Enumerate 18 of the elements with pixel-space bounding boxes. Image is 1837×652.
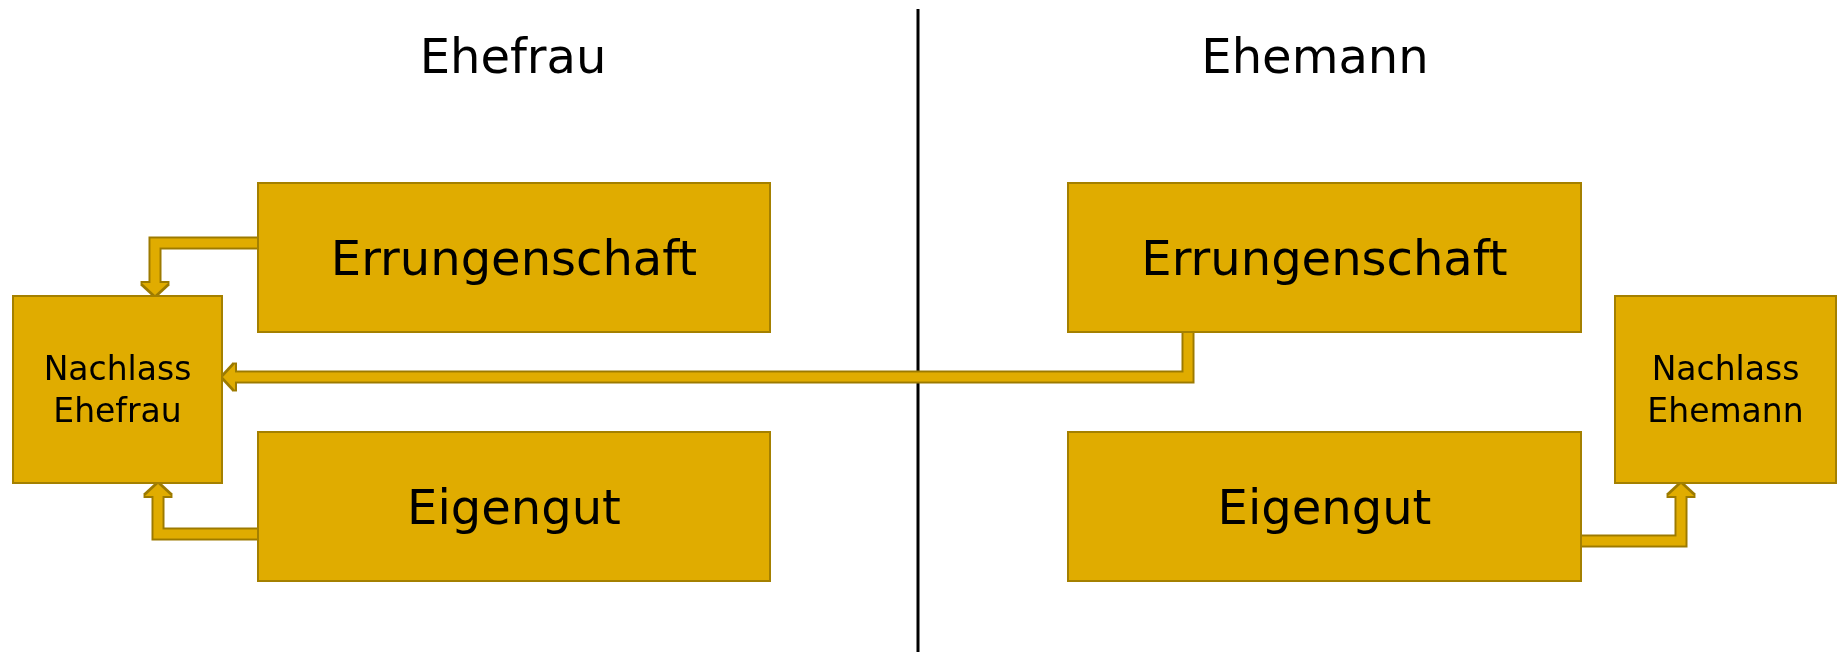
box-label: Nachlass Ehefrau <box>42 348 193 431</box>
arrow <box>1582 484 1694 546</box>
arrow <box>142 238 257 295</box>
process-box <box>12 295 223 484</box>
process-box <box>1067 182 1582 333</box>
box-label: Eigengut <box>407 478 621 535</box>
column-heading: Ehemann <box>1201 28 1429 84</box>
arrow <box>145 484 257 539</box>
process-box <box>1067 431 1582 582</box>
process-box <box>1614 295 1837 484</box>
process-box <box>257 431 771 582</box>
box-label: Nachlass Ehemann <box>1646 348 1805 431</box>
box-label: Errungenschaft <box>1141 229 1508 286</box>
arrow <box>223 333 1193 390</box>
process-box <box>257 182 771 333</box>
box-label: Errungenschaft <box>330 229 698 286</box>
box-label: Eigengut <box>1217 478 1432 535</box>
column-heading: Ehefrau <box>419 28 607 84</box>
